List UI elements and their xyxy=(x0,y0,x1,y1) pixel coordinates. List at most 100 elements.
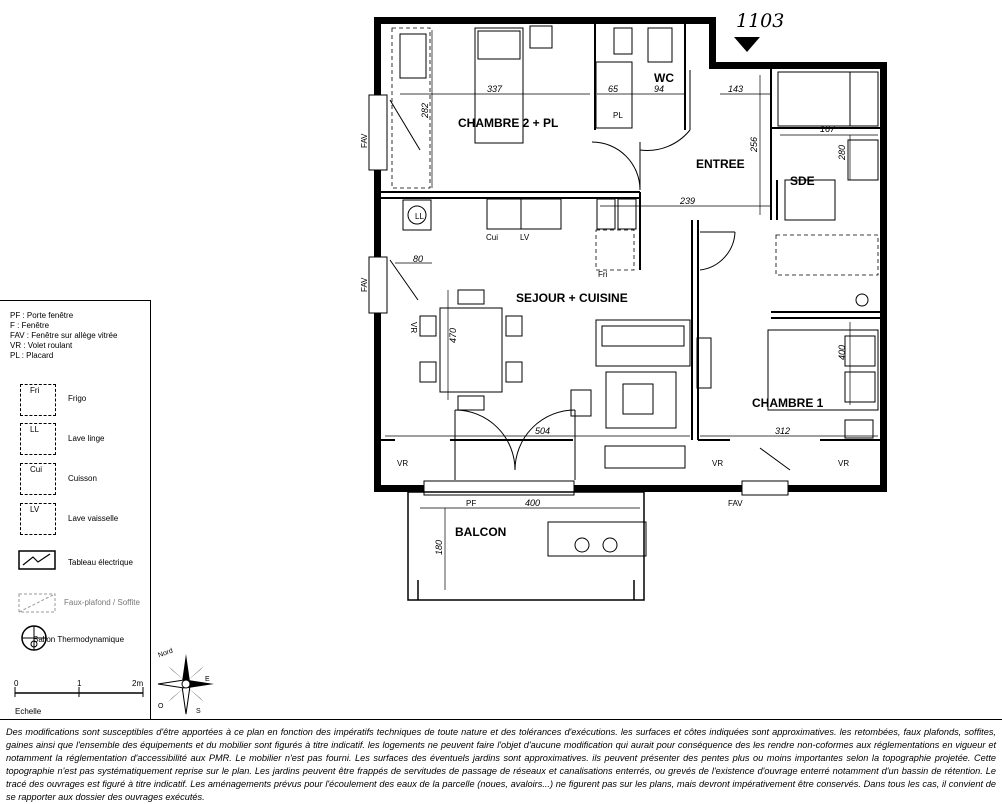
legend-panel: PF : Porte fenêtre F : Fenêtre FAV : Fen… xyxy=(0,300,151,719)
compass-rose-icon xyxy=(157,654,214,715)
dim-400-balcony: 400 xyxy=(525,498,540,508)
sink xyxy=(520,198,562,230)
label-pf: PF xyxy=(466,499,476,508)
dim-143: 143 xyxy=(728,84,743,94)
exterior-walls xyxy=(374,17,887,492)
furniture xyxy=(399,25,879,557)
dim-470: 470 xyxy=(448,328,458,343)
legend-abbr-f: F : Fenêtre xyxy=(10,321,50,330)
tv-unit xyxy=(604,445,686,469)
label-ll: LL xyxy=(415,212,424,221)
scale-tick-2: 2m xyxy=(132,679,144,688)
legend-cui-label: Cuisson xyxy=(68,474,97,483)
label-pl: PL xyxy=(613,111,623,120)
room-label-chambre1: CHAMBRE 1 xyxy=(752,396,824,410)
faux-plafond-icon xyxy=(18,593,56,613)
dim-256: 256 xyxy=(749,137,759,153)
label-vr2: VR xyxy=(712,459,723,468)
dim-400-chambre1: 400 xyxy=(837,345,847,360)
legend-ll-code: LL xyxy=(30,425,39,434)
label-fav-left2: FAV xyxy=(360,277,369,292)
sde-cabinet xyxy=(784,179,836,221)
fridge-box xyxy=(596,198,616,230)
label-fri: Fri xyxy=(598,270,608,279)
dim-167: 167 xyxy=(820,124,836,134)
label-vr1: VR xyxy=(397,459,408,468)
scale-tick-1: 1 xyxy=(77,679,82,688)
legend-fri-label: Frigo xyxy=(68,394,87,403)
dim-65: 65 xyxy=(608,84,619,94)
dim-282: 282 xyxy=(420,103,430,119)
interior-walls xyxy=(381,24,880,441)
door-swings xyxy=(454,70,736,480)
sde-sink xyxy=(847,139,879,181)
tableau-electrique-icon xyxy=(18,550,56,570)
placard xyxy=(595,61,633,129)
cuisson xyxy=(486,198,522,230)
lave-linge xyxy=(402,199,432,231)
legend-abbr-vr: VR : Volet roulant xyxy=(10,341,73,350)
legend-ll-box xyxy=(20,423,56,455)
entrance-arrow xyxy=(734,37,760,52)
desk xyxy=(399,33,427,79)
label-fav-bottom: FAV xyxy=(728,499,743,508)
compass-s: S xyxy=(196,708,201,715)
legend-fri-box xyxy=(20,384,56,416)
legend-cui-code: Cui xyxy=(30,465,43,474)
legend-abbr-fav: FAV : Fenêtre sur allège vitrée xyxy=(10,331,118,340)
legend-fri-code: Fri xyxy=(30,386,40,395)
washer-drum xyxy=(407,205,427,225)
wardrobe-door xyxy=(696,337,712,389)
dim-94: 94 xyxy=(654,84,664,94)
dimension-lines xyxy=(385,30,878,590)
ballon xyxy=(849,71,879,127)
legend-faux-plafond-label: Faux-plafond / Soffite xyxy=(64,598,140,607)
label-lv: LV xyxy=(520,233,530,242)
nightstand xyxy=(529,25,553,49)
room-label-chambre2: CHAMBRE 2 + PL xyxy=(458,116,558,130)
label-vr-side: VR xyxy=(409,322,418,333)
ballon-thermodynamique-icon xyxy=(21,625,47,651)
compass-o: O xyxy=(158,703,164,710)
label-vr3: VR xyxy=(838,459,849,468)
armchair xyxy=(570,389,592,417)
room-label-balcon: BALCON xyxy=(455,525,506,539)
balcony-table xyxy=(547,521,647,557)
legend-abbr-pf: PF : Porte fenêtre xyxy=(10,311,74,320)
bed-chambre1 xyxy=(767,329,879,411)
dim-337: 337 xyxy=(487,84,503,94)
scale-tick-0: 0 xyxy=(14,679,19,688)
room-label-wc: WC xyxy=(654,71,674,85)
dim-312: 312 xyxy=(775,426,790,436)
wc-bowl xyxy=(647,27,673,63)
faux-plafond-zones xyxy=(391,27,879,276)
shower xyxy=(777,71,851,127)
dim-239: 239 xyxy=(679,196,695,206)
legend-lv-code: LV xyxy=(30,505,40,514)
dim-504: 504 xyxy=(535,426,550,436)
legend-lv-box xyxy=(20,503,56,535)
legend-tableau-label: Tableau électrique xyxy=(68,558,133,567)
room-label-sde: SDE xyxy=(790,174,815,188)
legend-ll-label: Lave linge xyxy=(68,434,105,443)
unit-number: 1103 xyxy=(736,10,784,32)
legend-lv-label: Lave vaisselle xyxy=(68,514,119,523)
scale-bar xyxy=(14,687,144,697)
dim-180: 180 xyxy=(434,540,444,555)
bed-chambre2 xyxy=(474,27,524,144)
label-fav-left1: FAV xyxy=(360,133,369,148)
scale-label: Echelle xyxy=(15,707,42,716)
sofa xyxy=(595,319,691,367)
dining-table xyxy=(439,307,503,393)
dim-80: 80 xyxy=(413,254,423,264)
dim-280: 280 xyxy=(837,145,847,161)
sde-drain xyxy=(855,293,869,307)
floor-plan: 1103 CHAMBRE 2 + PL WC ENTREE SDE SEJOUR… xyxy=(360,10,887,601)
balcony-outline xyxy=(407,491,645,601)
label-cui: Cui xyxy=(486,233,498,242)
disclaimer-text: Des modifications sont susceptibles d'êt… xyxy=(0,719,1002,802)
desk-chambre1 xyxy=(844,419,874,439)
compass-e: E xyxy=(205,676,210,683)
legend-cui-box xyxy=(20,463,56,495)
rug xyxy=(605,371,677,429)
